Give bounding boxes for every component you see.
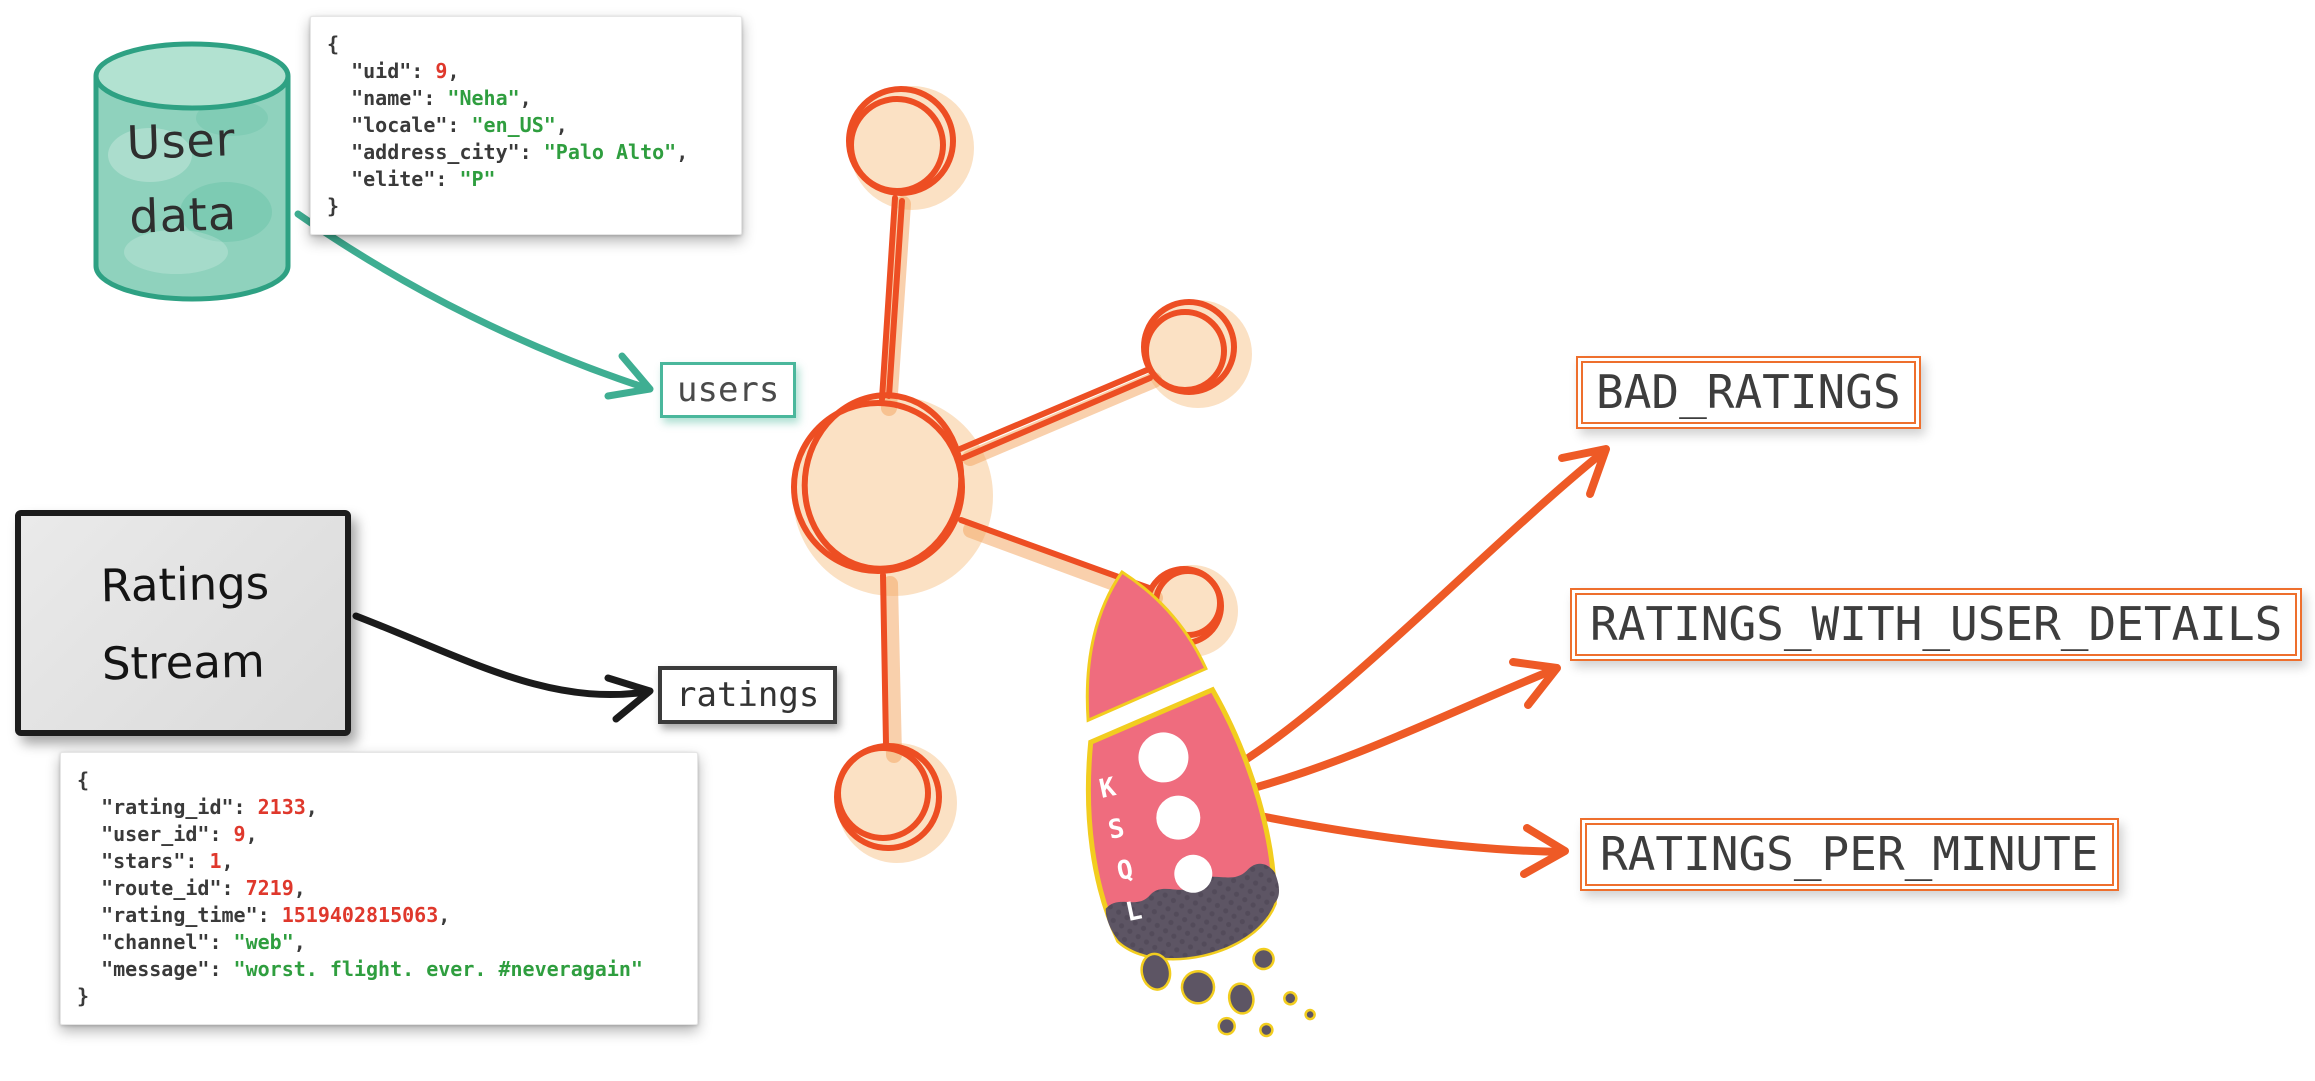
user-db-label-line2: data <box>128 186 238 244</box>
ratings-stream-arrow <box>352 612 654 723</box>
arrow-to-ratings-per-minute <box>1246 810 1569 878</box>
output-ratings-with-user-details: RATINGS_WITH_USER_DETAILS <box>1570 588 2303 661</box>
rating-json-card: {"rating_id": 2133,"user_id": 9,"stars":… <box>60 752 698 1025</box>
rating-json-code: {"rating_id": 2133,"user_id": 9,"stars":… <box>77 768 643 1008</box>
rocket-drips <box>1140 947 1316 1038</box>
user-data-arrow <box>294 210 654 400</box>
users-topic-label: users <box>660 362 797 418</box>
output-ratings-per-minute: RATINGS_PER_MINUTE <box>1580 818 2119 891</box>
ratings-topic-label: ratings <box>658 666 838 724</box>
ratings-stream-box: Ratings Stream <box>15 510 351 736</box>
user-json-card: {"uid": 9,"name": "Neha","locale": "en_U… <box>310 16 742 235</box>
output-bad-ratings: BAD_RATINGS <box>1576 356 1921 429</box>
user-database-cylinder-icon <box>93 41 291 302</box>
ratings-stream-label-line2: Stream <box>101 634 266 691</box>
ksql-output-arrows <box>1238 445 1610 878</box>
rocket-portholes <box>1138 732 1213 893</box>
ratings-stream-label-line1: Ratings <box>100 556 270 613</box>
user-db-label-line1: User <box>125 112 237 170</box>
kafka-cluster-doodle-icon <box>791 86 1252 863</box>
ksql-rocket-icon <box>1085 569 1316 1038</box>
user-json-code: {"uid": 9,"name": "Neha","locale": "en_U… <box>327 32 689 218</box>
arrow-to-bad-ratings <box>1238 445 1610 766</box>
user-db-label: User data <box>125 102 239 254</box>
ratings-stream-label: Ratings Stream <box>19 513 346 705</box>
arrow-to-ratings-with-user-details <box>1242 658 1561 794</box>
